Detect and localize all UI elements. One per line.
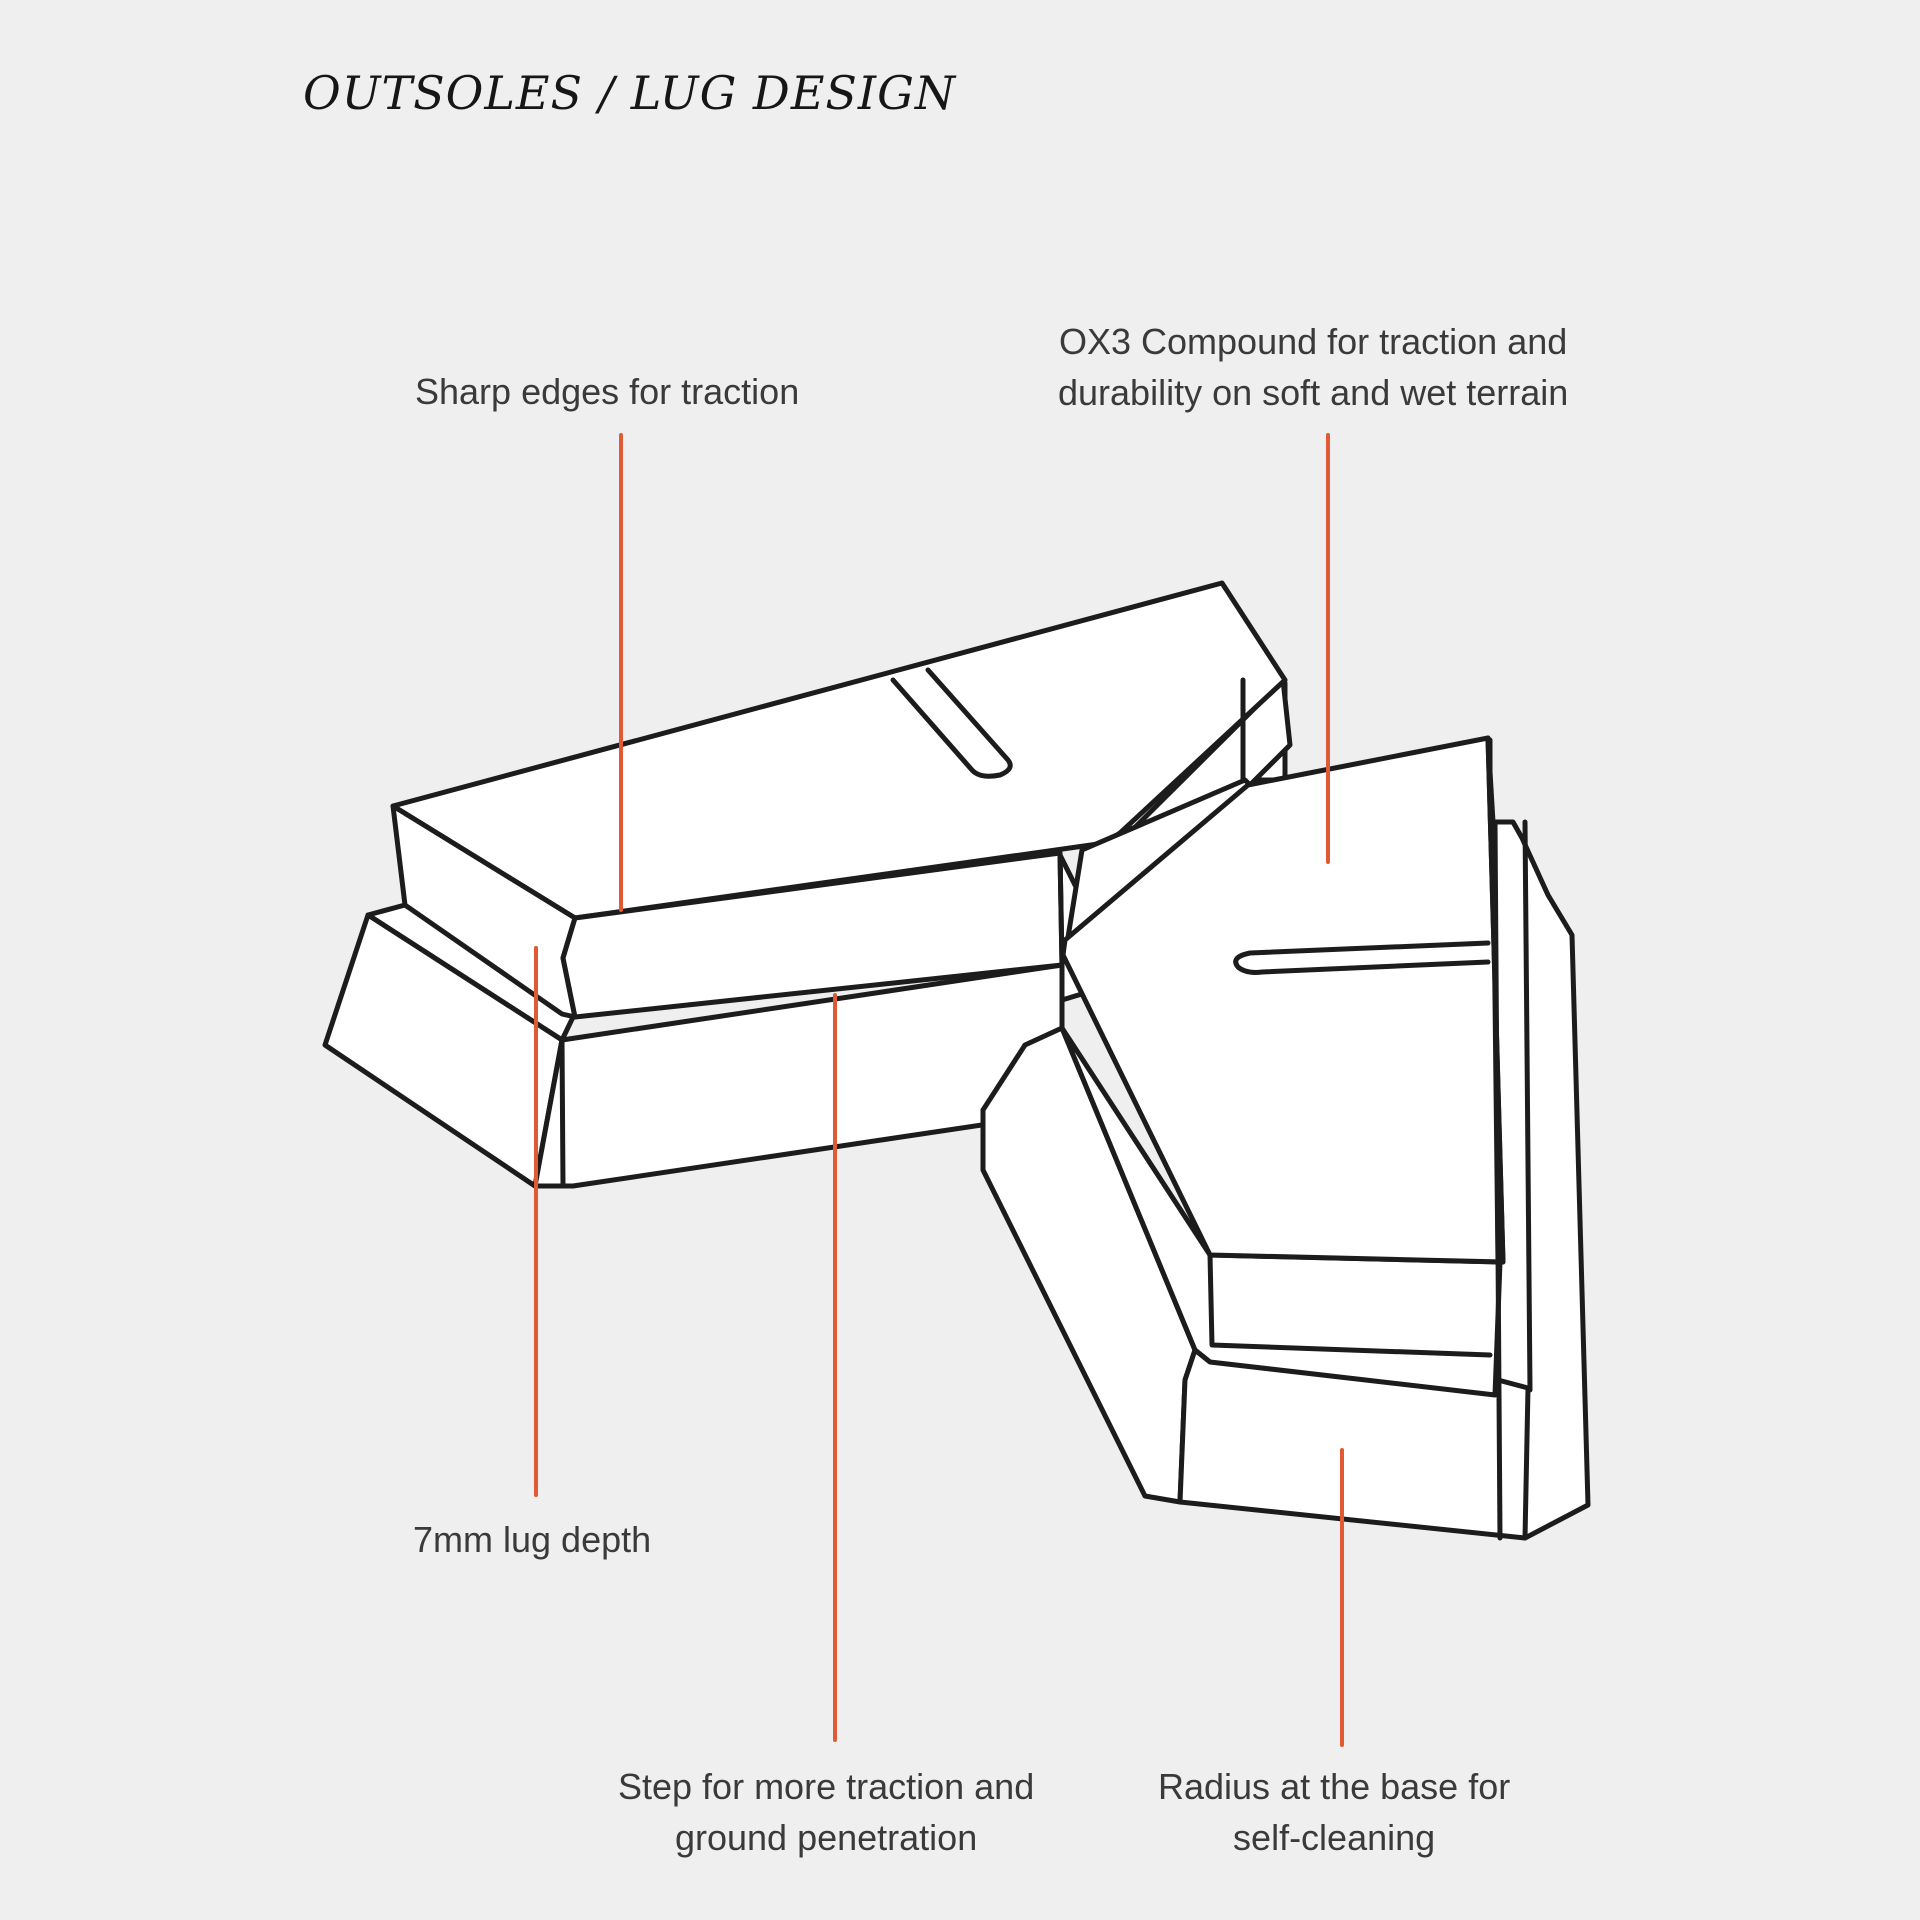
right-lug-sipe	[1233, 940, 1491, 975]
callout-step-line-2: ground penetration	[674, 1817, 978, 1858]
callout-lug-depth-line-1: 7mm lug depth	[413, 1519, 652, 1560]
callout-compound-line-1: OX3 Compound for traction and	[1058, 321, 1568, 362]
callout-radius-line-2: self-cleaning	[1233, 1817, 1436, 1858]
callout-radius-line-1: Radius at the base for	[1158, 1766, 1511, 1807]
callout-radius: Radius at the base for self-cleaning	[1158, 1761, 1510, 1863]
callout-compound-line-2: durability on soft and wet terrain	[1058, 372, 1569, 413]
callout-step: Step for more traction and ground penetr…	[618, 1761, 1034, 1863]
left-lug-base-front-face	[532, 962, 1065, 1189]
callout-sharp-edges-line-1: Sharp edges for traction	[415, 371, 800, 412]
leader-lines	[534, 433, 1344, 1747]
right-lug	[980, 735, 1591, 1541]
callout-lug-depth: 7mm lug depth	[413, 1514, 651, 1565]
callout-sharp-edges: Sharp edges for traction	[415, 366, 799, 417]
callout-step-line-1: Step for more traction and	[618, 1766, 1035, 1807]
callout-compound: OX3 Compound for traction and durability…	[1058, 316, 1568, 418]
left-lug-sipe	[890, 667, 1013, 779]
left-lug-upper-front-face	[560, 850, 1065, 1020]
right-lug-step-edge	[1207, 1252, 1493, 1358]
page-title: OUTSOLES / LUG DESIGN	[303, 66, 957, 120]
